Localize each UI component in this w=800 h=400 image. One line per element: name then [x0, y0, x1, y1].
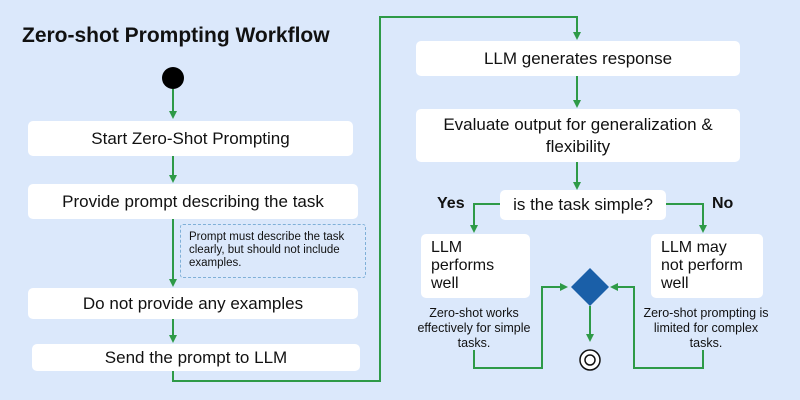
- caption-yes-outcome: Zero-shot works effectively for simple t…: [417, 306, 531, 350]
- arrow-no-branch: [666, 203, 707, 233]
- note-prompt-description: Prompt must describe the task clearly, b…: [180, 224, 366, 278]
- arrow-no-to-merge: [610, 283, 704, 369]
- branch-label-yes: Yes: [437, 195, 465, 212]
- arrow-step4-to-generate: [172, 16, 581, 382]
- start-node: [162, 67, 184, 89]
- step-evaluate-output: Evaluate output for generalization & fle…: [416, 109, 740, 162]
- merge-diamond: [571, 268, 609, 306]
- step-start-zero-shot: Start Zero-Shot Prompting: [28, 121, 353, 156]
- outcome-llm-performs-well: LLM performs well: [421, 234, 530, 298]
- caption-no-outcome: Zero-shot prompting is limited for compl…: [643, 306, 769, 350]
- arrow-yes-to-merge: [473, 283, 568, 369]
- step-llm-generates: LLM generates response: [416, 41, 740, 76]
- outcome-llm-may-not-perform: LLM may not perform well: [651, 234, 763, 298]
- end-node-inner: [584, 354, 596, 366]
- step-provide-prompt: Provide prompt describing the task: [28, 184, 358, 219]
- step-no-examples: Do not provide any examples: [28, 288, 358, 319]
- diagram-title: Zero-shot Prompting Workflow: [22, 24, 330, 47]
- decision-task-simple: is the task simple?: [500, 190, 666, 220]
- arrow-yes-branch: [470, 203, 500, 233]
- step-send-prompt: Send the prompt to LLM: [32, 344, 360, 371]
- branch-label-no: No: [712, 195, 734, 212]
